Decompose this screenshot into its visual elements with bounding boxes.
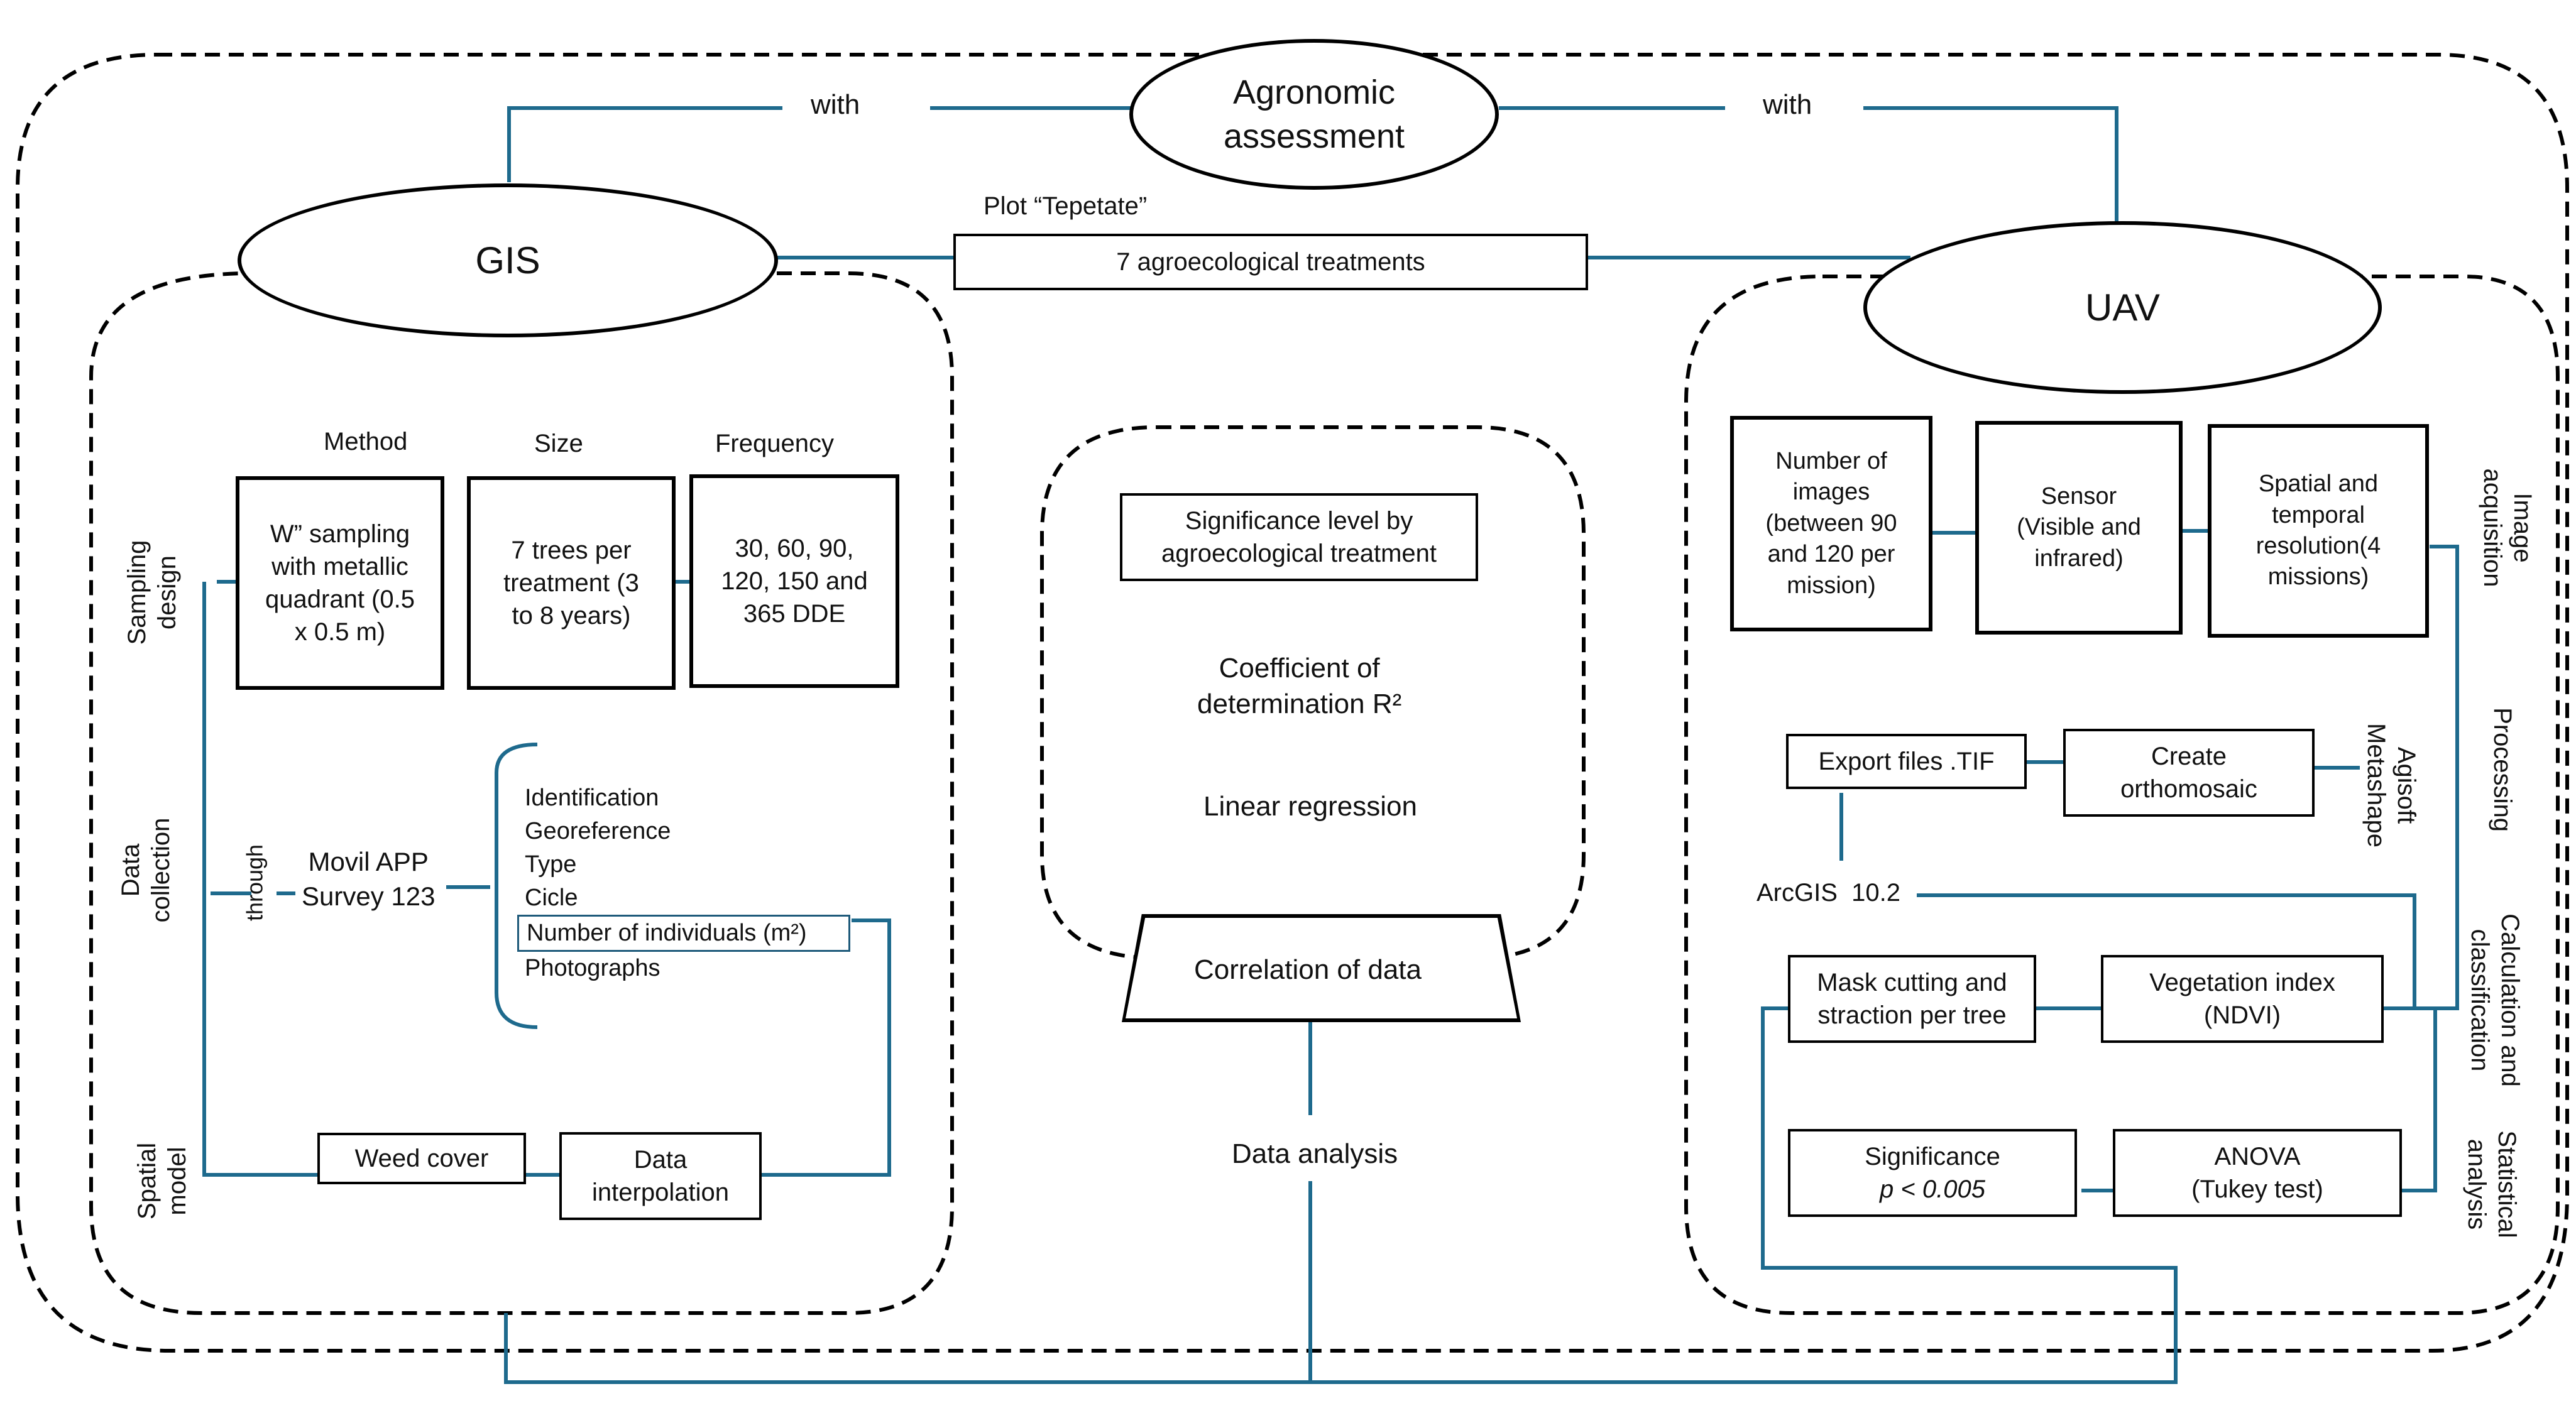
- field-type: Type: [525, 851, 577, 878]
- uav-dashed-frame: [1684, 275, 2560, 1315]
- connector-bottom-bus: [504, 1006, 2178, 1384]
- connector-gis-spine: [202, 582, 317, 1177]
- treatments-box: 7 agroecological treatments: [953, 234, 1588, 290]
- export-tif-box: Export files .TIF: [1786, 734, 2027, 789]
- correlation-label: Correlation of data: [1194, 954, 1422, 985]
- field-number-of-individuals: Number of individuals (m²): [517, 915, 850, 952]
- arcgis-label: ArcGIS 10.2: [1757, 879, 1900, 907]
- size-header: Size: [534, 430, 583, 457]
- collection-fields-list: Identification Georeference Type Cicle N…: [517, 782, 850, 985]
- linear-regression-label: Linear regression: [1203, 791, 1417, 822]
- gis-node: GIS: [238, 183, 778, 337]
- field-identification: Identification: [525, 785, 659, 811]
- method-header: Method: [324, 428, 408, 455]
- with-label-right: with: [1763, 89, 1812, 120]
- connector-gis-top: [507, 106, 782, 182]
- field-cicle: Cicle: [525, 885, 578, 911]
- uav-node: UAV: [1863, 221, 2382, 394]
- gis-dashed-frame: [89, 271, 954, 1315]
- vegetation-index-box: Vegetation index(NDVI): [2101, 955, 2384, 1043]
- field-photographs: Photographs: [525, 955, 660, 981]
- connector-uav-top: [1863, 106, 2118, 254]
- data-analysis-label: Data analysis: [1232, 1138, 1398, 1169]
- field-georeference: Georeference: [525, 818, 671, 844]
- frequency-header: Frequency: [715, 430, 834, 457]
- plot-label: Plot “Tepetate”: [984, 192, 1148, 220]
- weed-cover-box: Weed cover: [317, 1133, 526, 1184]
- processing-label: Processing: [2489, 707, 2516, 832]
- outer-dashed-frame: [16, 53, 2569, 1353]
- with-label-left: with: [811, 89, 860, 120]
- anova-box: ANOVA(Tukey test): [2113, 1129, 2402, 1217]
- through-label: through: [241, 844, 268, 922]
